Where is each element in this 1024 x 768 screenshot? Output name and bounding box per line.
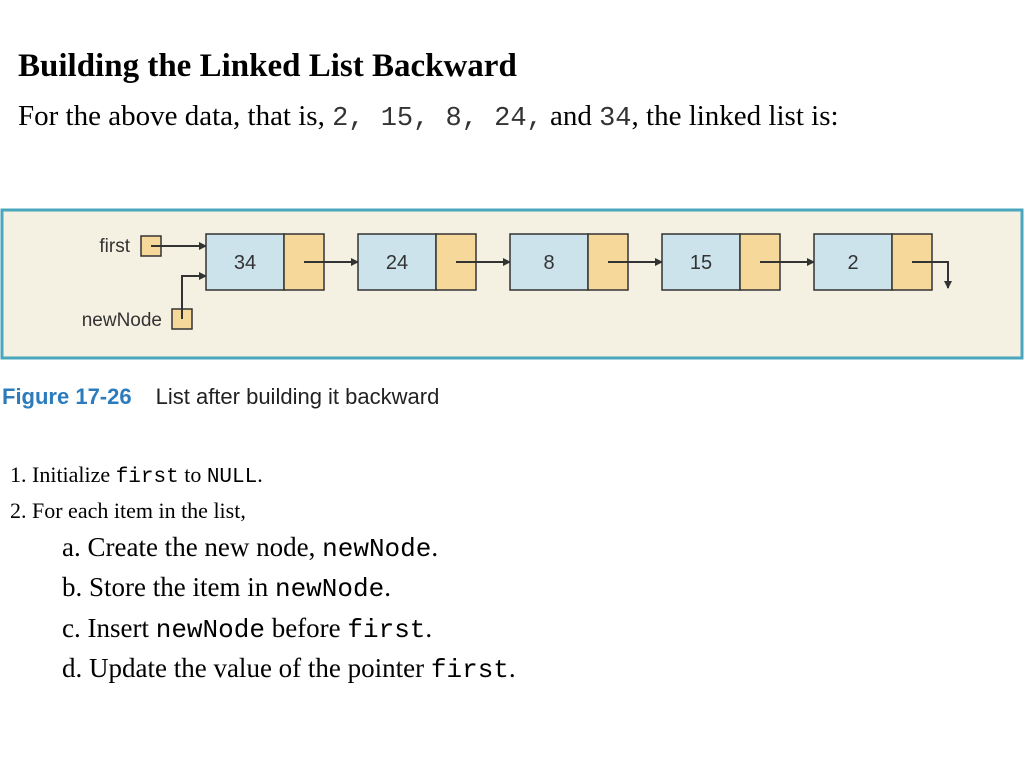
- node-info-cell: [205, 233, 285, 291]
- intro-suffix: , the linked list is:: [631, 100, 839, 132]
- step-1-mid: to: [178, 462, 207, 487]
- node-value: 8: [543, 252, 554, 274]
- linked-list-diagram: first newNode 34 24 8 15 2: [0, 208, 1024, 360]
- step-2b-code: newNode: [274, 574, 385, 604]
- intro-data-values: 2, 15, 8, 24,: [332, 104, 543, 134]
- node-info-cell: [813, 233, 893, 291]
- intro-last-value: 34: [599, 104, 632, 134]
- step-2a-code: newNode: [322, 534, 432, 564]
- figure-number: Figure 17-26: [2, 384, 132, 409]
- node-value: 15: [690, 252, 712, 274]
- step-2c-prefix: c. Insert: [62, 613, 156, 643]
- first-label: first: [99, 236, 130, 257]
- step-2d-prefix: d. Update the value of the pointer: [62, 653, 431, 683]
- figure-caption-text: List after building it backward: [155, 384, 440, 409]
- step-2c-code-first: first: [347, 615, 426, 645]
- node-info-cell: [509, 233, 589, 291]
- step-2c-mid: before: [264, 613, 348, 643]
- step-2a-prefix: a. Create the new node,: [62, 532, 323, 562]
- step-2a: a. Create the new node, newNode.: [62, 529, 438, 567]
- step-2b: b. Store the item in newNode.: [62, 569, 391, 607]
- step-2c-code-newnode: newNode: [155, 615, 265, 645]
- step-2c: c. Insert newNode before first.: [62, 610, 432, 648]
- slide-title: Building the Linked List Backward: [18, 48, 517, 84]
- null-link-arrow: [912, 261, 952, 289]
- intro-and: and: [542, 100, 600, 132]
- intro-text: For the above data, that is, 2, 15, 8, 2…: [18, 96, 839, 139]
- step-1-code-null: NULL: [206, 466, 258, 489]
- node-value: 2: [847, 252, 858, 274]
- step-1: 1. Initialize first to NULL.: [10, 460, 263, 493]
- step-2d-end: .: [508, 653, 516, 683]
- step-1-end: .: [257, 462, 263, 487]
- step-2d: d. Update the value of the pointer first…: [62, 650, 516, 688]
- step-2b-end: .: [384, 572, 391, 602]
- step-2: 2. For each item in the list,: [10, 498, 246, 523]
- newnode-pointer-arrow: [181, 272, 207, 319]
- step-1-prefix: 1. Initialize: [10, 462, 116, 487]
- step-1-code-first: first: [115, 466, 179, 489]
- node-value: 24: [386, 252, 408, 274]
- figure-caption: Figure 17-26 List after building it backw…: [2, 382, 439, 412]
- step-2d-code: first: [430, 655, 509, 685]
- step-2a-end: .: [431, 532, 439, 562]
- node-info-cell: [357, 233, 437, 291]
- newnode-label: newNode: [82, 310, 162, 331]
- node-value: 34: [234, 252, 256, 274]
- intro-prefix: For the above data, that is,: [18, 100, 333, 132]
- step-2c-end: .: [425, 613, 433, 643]
- step-2b-prefix: b. Store the item in: [62, 572, 275, 602]
